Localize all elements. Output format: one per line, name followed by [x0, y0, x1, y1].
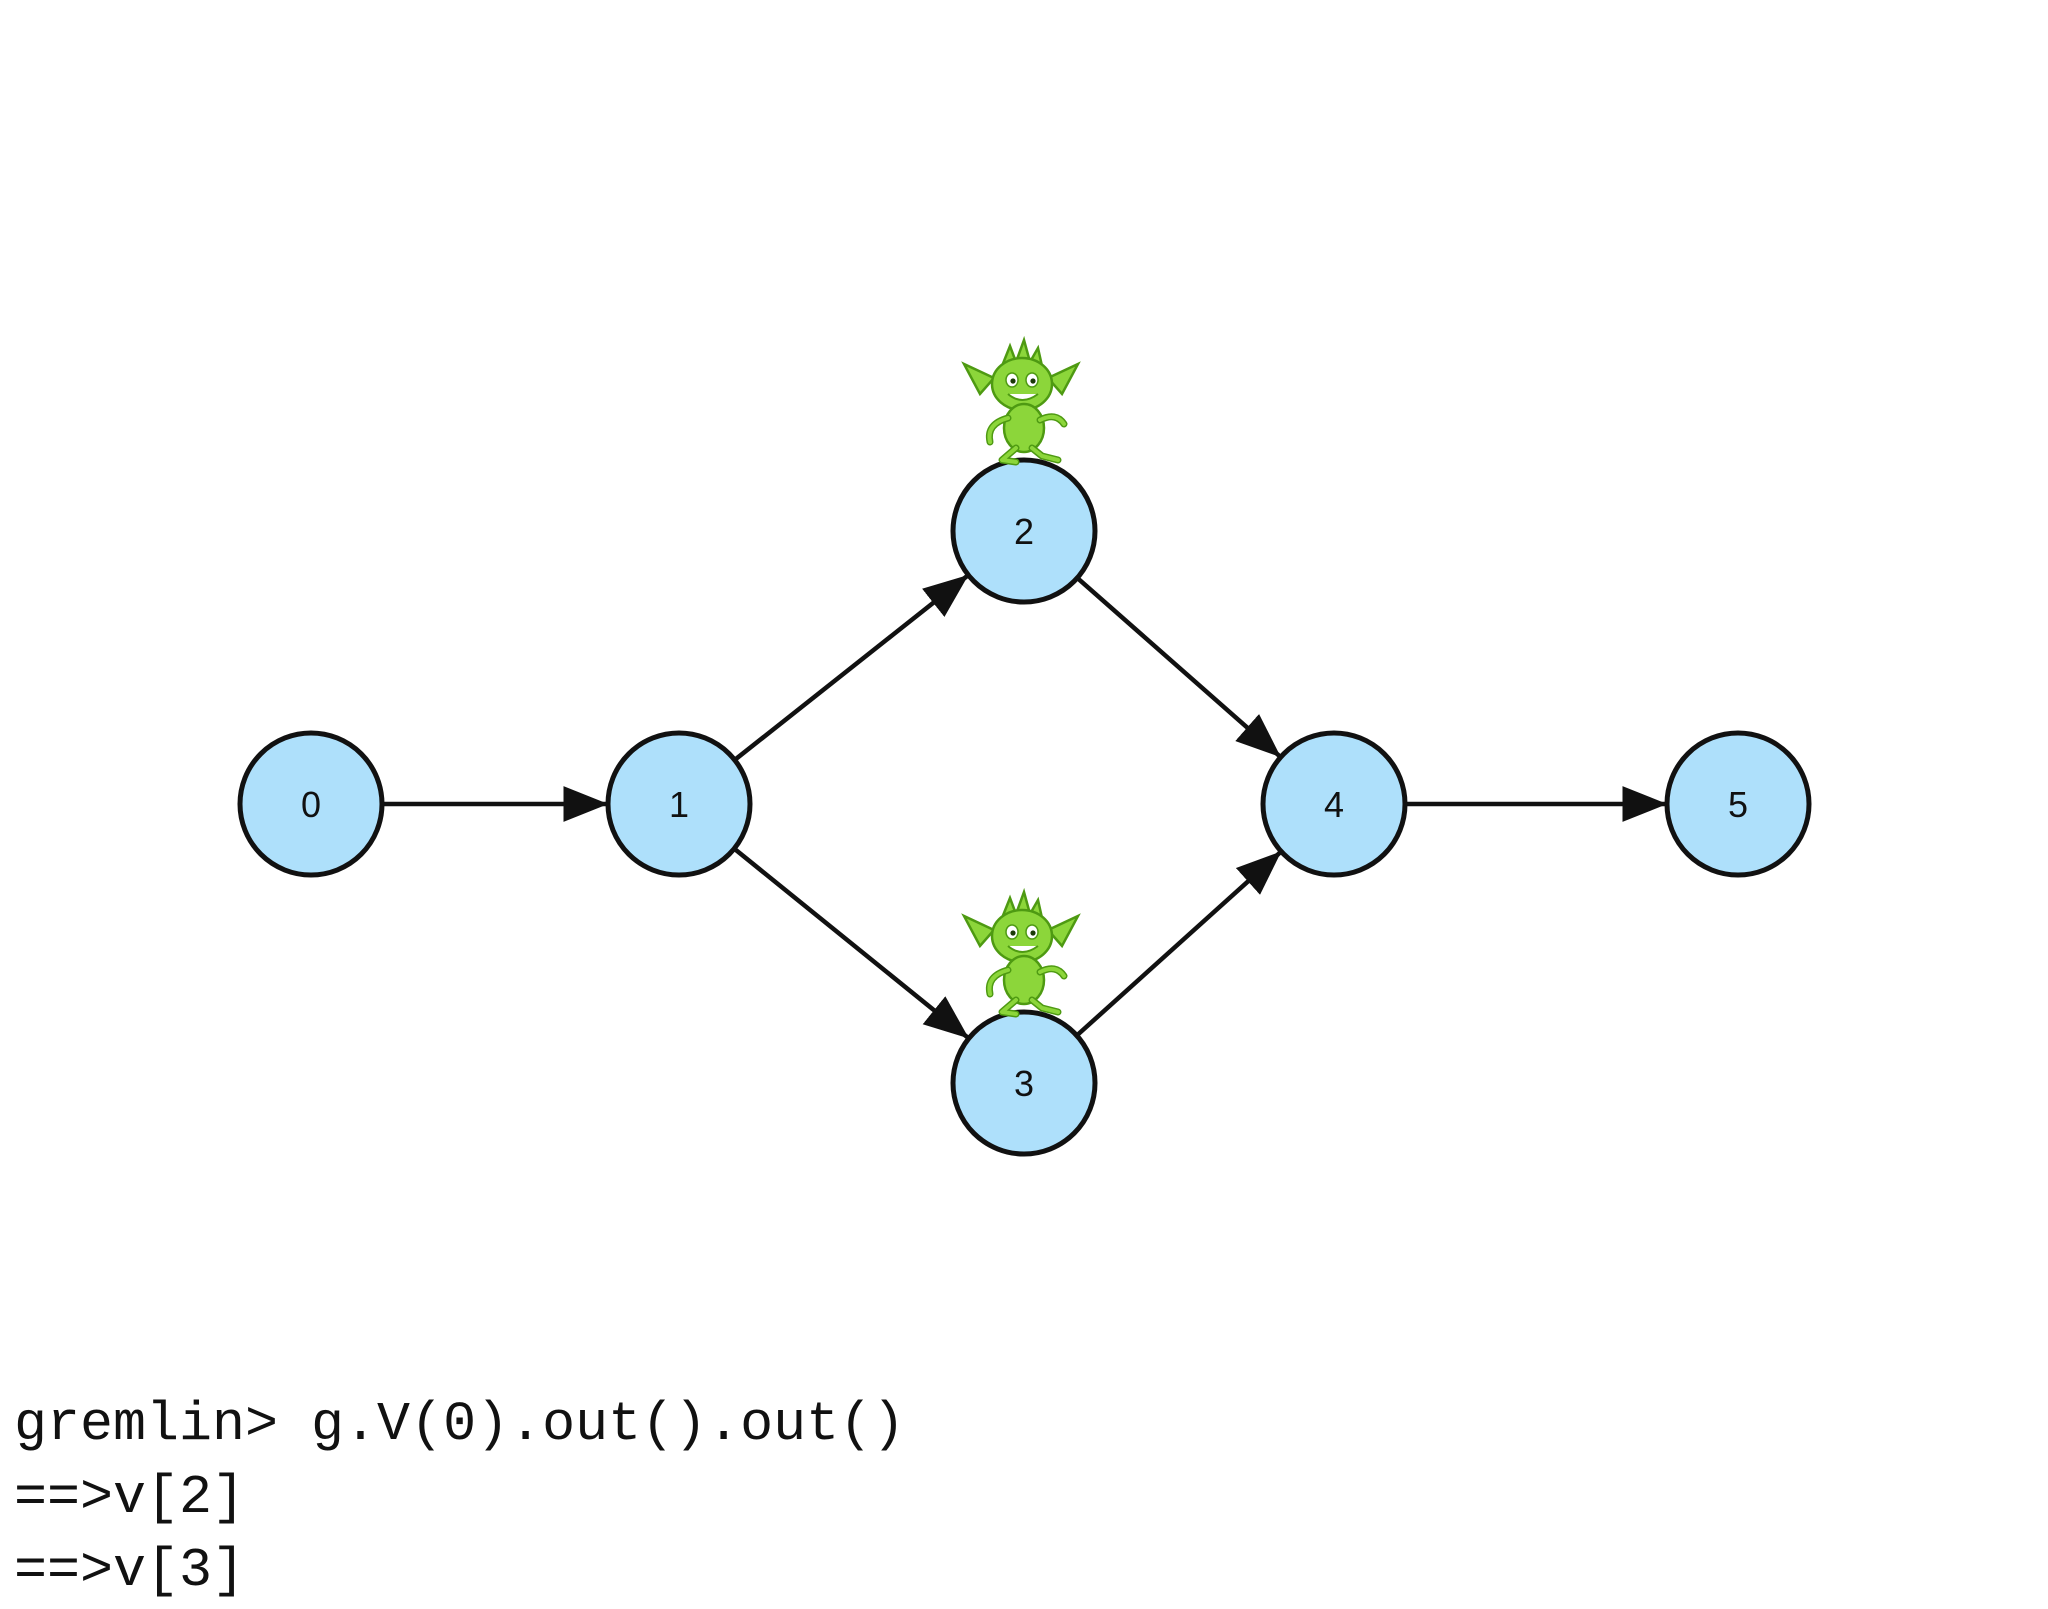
edge-1-to-2: [733, 574, 969, 762]
gremlin-console: gremlin> g.V(0).out().out() ==>v[2] ==>v[3…: [14, 1388, 905, 1607]
vertex-label: 2: [1014, 511, 1034, 552]
vertex-circle: [950, 1009, 1098, 1157]
vertex-4: 4: [1260, 730, 1408, 878]
console-result-line: ==>v[3]: [14, 1539, 246, 1602]
vertex-circle: [1260, 730, 1408, 878]
gremlin-mascot-icon: [961, 335, 1081, 466]
vertex-circle: [950, 457, 1098, 605]
console-result-line: ==>v[2]: [14, 1466, 246, 1529]
console-command-line: gremlin> g.V(0).out().out(): [14, 1393, 906, 1456]
edge-3-to-4: [1075, 851, 1282, 1038]
vertex-circle: [1664, 730, 1812, 878]
gremlin-mascot-icon: [961, 887, 1081, 1018]
vertex-0: 0: [237, 730, 385, 878]
vertex-3: 3: [950, 1009, 1098, 1157]
edge-1-to-3: [732, 846, 969, 1039]
vertex-label: 4: [1324, 784, 1344, 825]
vertex-label: 3: [1014, 1063, 1034, 1104]
vertex-1: 1: [605, 730, 753, 878]
vertex-circle: [237, 730, 385, 878]
vertex-5: 5: [1664, 730, 1812, 878]
vertex-label: 0: [301, 784, 321, 825]
vertex-label: 5: [1728, 784, 1748, 825]
vertex-2: 2: [950, 457, 1098, 605]
vertex-circle: [605, 730, 753, 878]
vertex-label: 1: [669, 784, 689, 825]
edge-2-to-4: [1075, 576, 1281, 758]
